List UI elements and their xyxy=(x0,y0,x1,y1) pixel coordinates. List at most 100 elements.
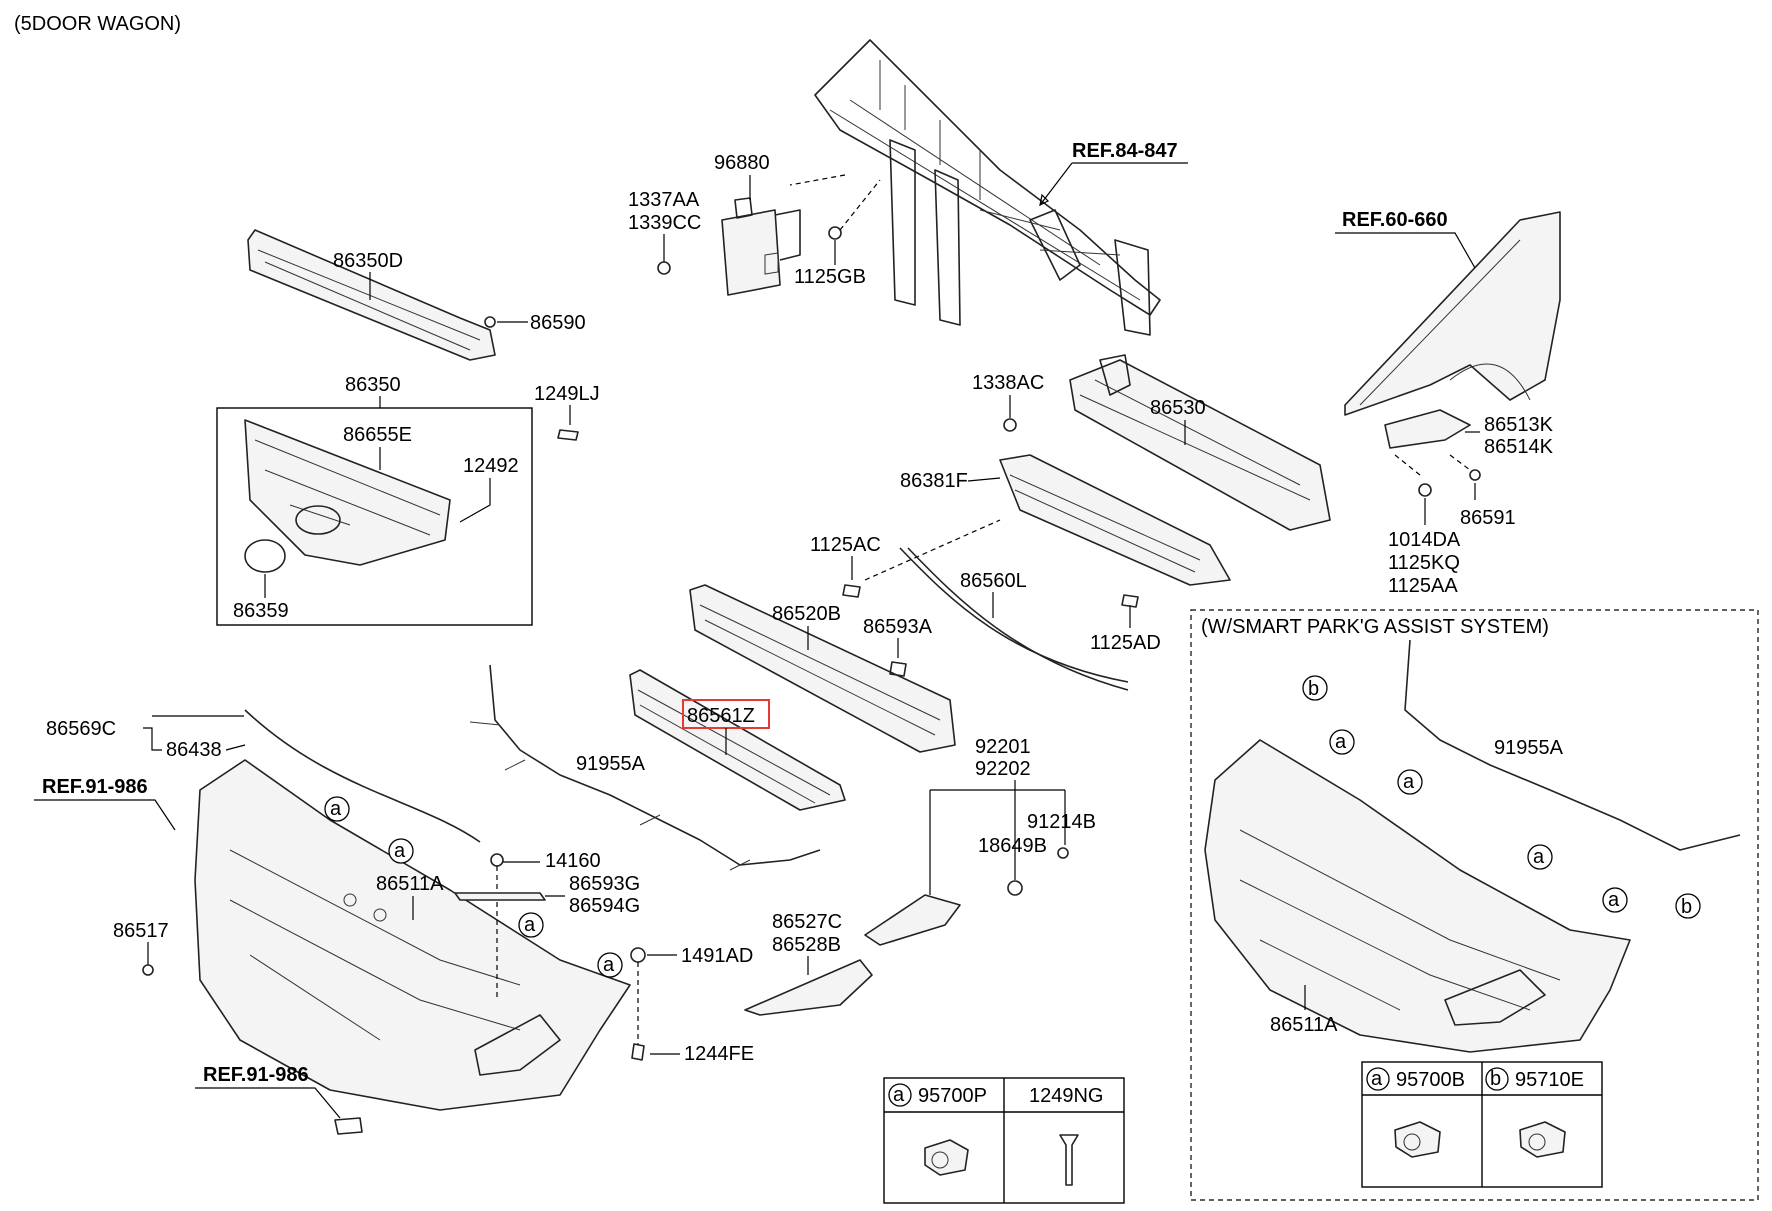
label-86520B: 86520B xyxy=(772,603,841,625)
label-1249LJ: 1249LJ xyxy=(534,383,600,405)
inset-callout-a-1-text: a xyxy=(1335,731,1347,753)
label-86561Z: 86561Z xyxy=(687,705,755,727)
callout-a-1 xyxy=(324,796,350,822)
fog-lamp-bracket xyxy=(864,894,961,946)
inset-label-86511A: 86511A xyxy=(1270,1014,1338,1036)
label-86590: 86590 xyxy=(530,312,586,334)
inset-callout-b-1 xyxy=(1302,675,1328,701)
label-1125AD: 1125AD xyxy=(1090,632,1161,654)
label-1125AC: 1125AC xyxy=(810,534,881,556)
table-right-callout-b: b xyxy=(1490,1068,1501,1090)
label-14160: 14160 xyxy=(545,850,601,872)
bumper-reinforcement-86530 xyxy=(1069,354,1331,531)
clip-86517 xyxy=(142,964,154,976)
clip-86593A xyxy=(889,661,907,677)
inset-callout-a-2 xyxy=(1397,769,1423,795)
bolt-86591 xyxy=(1469,469,1481,481)
label-1125AA: 1125AA xyxy=(1388,575,1458,597)
label-1338AC: 1338AC xyxy=(972,372,1044,394)
label-86514K: 86514K xyxy=(1484,436,1554,458)
table-left-callout: a xyxy=(893,1084,905,1106)
label-86438: 86438 xyxy=(166,739,222,761)
ref-84-847: REF.84-847 xyxy=(1072,140,1178,162)
inset-callout-b-2-text: b xyxy=(1681,896,1692,918)
radiator-grille xyxy=(244,419,451,566)
inset-callout-a-2-text: a xyxy=(1403,771,1415,793)
garnish-86593G xyxy=(454,892,546,901)
table-right-callout-a: a xyxy=(1371,1068,1383,1090)
inset-callout-a-3 xyxy=(1527,844,1553,870)
screw-1244FE xyxy=(631,1043,645,1061)
inset-label-91955A: 91955A xyxy=(1494,737,1564,759)
callout-a-2 xyxy=(388,838,414,864)
bulb-18649B xyxy=(1007,880,1023,896)
ref-60-660: REF.60-660 xyxy=(1342,209,1448,231)
parts-table-right: a 95700B b 95710E xyxy=(1361,1061,1603,1188)
parts-table-left: a 95700P 1249NG xyxy=(883,1077,1125,1204)
label-86381F: 86381F xyxy=(900,470,968,492)
bolt-1125AC xyxy=(842,584,861,598)
bolt-1249LJ xyxy=(557,429,579,441)
inset-callout-b-1-text: b xyxy=(1308,678,1319,700)
front-bumper-86511A xyxy=(194,759,631,1111)
header-title: (5DOOR WAGON) xyxy=(14,13,181,35)
table-left-col2: 1249NG xyxy=(1029,1085,1104,1107)
label-1244FE: 1244FE xyxy=(684,1043,754,1065)
clip-1491AD xyxy=(630,947,646,963)
callout-a-2-text: a xyxy=(394,840,406,862)
module-96880 xyxy=(721,197,801,296)
label-86594G: 86594G xyxy=(569,895,640,917)
label-86655E: 86655E xyxy=(343,424,412,446)
air-guard-86381F xyxy=(999,454,1231,586)
label-86569C: 86569C xyxy=(46,718,116,740)
emblem-86359 xyxy=(244,539,286,573)
label-1014DA: 1014DA xyxy=(1388,529,1461,551)
label-92202: 92202 xyxy=(975,758,1031,780)
label-1125GB: 1125GB xyxy=(794,266,866,288)
grille-assembly-box xyxy=(216,407,533,626)
label-86517: 86517 xyxy=(113,920,169,942)
tow-cap xyxy=(334,1117,363,1135)
label-1491AD: 1491AD xyxy=(681,945,753,967)
label-86350D: 86350D xyxy=(333,250,403,272)
callout-a-3 xyxy=(518,912,544,938)
inset-callout-a-4-text: a xyxy=(1608,889,1620,911)
callout-a-3-text: a xyxy=(524,914,536,936)
nut-1337AA xyxy=(657,261,671,275)
label-86350: 86350 xyxy=(345,374,401,396)
inset-callout-a-1 xyxy=(1329,729,1355,755)
bolt-1125AD xyxy=(1121,594,1139,608)
table-left-col1: 95700P xyxy=(918,1085,987,1107)
bracket-86513K xyxy=(1384,409,1471,449)
label-86560L: 86560L xyxy=(960,570,1027,592)
clip-14160 xyxy=(490,853,504,867)
fender xyxy=(1344,211,1561,416)
inset-box xyxy=(1190,609,1759,1201)
label-91955A: 91955A xyxy=(576,753,646,775)
nut-1338AC xyxy=(1003,418,1017,432)
shroud-86350D xyxy=(247,229,496,361)
clip-86590 xyxy=(484,316,496,328)
callout-a-1-text: a xyxy=(330,798,342,820)
label-92201: 92201 xyxy=(975,736,1031,758)
label-1337AA: 1337AA xyxy=(628,189,700,211)
bolt-1125GB xyxy=(828,226,842,240)
label-86593A: 86593A xyxy=(863,616,933,638)
label-1125KQ: 1125KQ xyxy=(1388,552,1460,574)
inset-harness-91955A xyxy=(1404,639,1741,851)
ref-91-986-left: REF.91-986 xyxy=(42,776,148,798)
stay-86560L xyxy=(899,547,1129,683)
label-91214B: 91214B xyxy=(1027,811,1096,833)
label-86527C: 86527C xyxy=(772,911,842,933)
table-right-col2: 95710E xyxy=(1515,1069,1584,1091)
label-86359: 86359 xyxy=(233,600,289,622)
callout-a-4-text: a xyxy=(603,954,615,976)
cowl-crossmember xyxy=(814,39,1161,336)
inset-bumper xyxy=(1204,739,1631,1053)
label-86530: 86530 xyxy=(1150,397,1206,419)
label-86513K: 86513K xyxy=(1484,414,1554,436)
label-86528B: 86528B xyxy=(772,934,841,956)
label-86591: 86591 xyxy=(1460,507,1516,529)
harness-91955A xyxy=(489,664,821,866)
